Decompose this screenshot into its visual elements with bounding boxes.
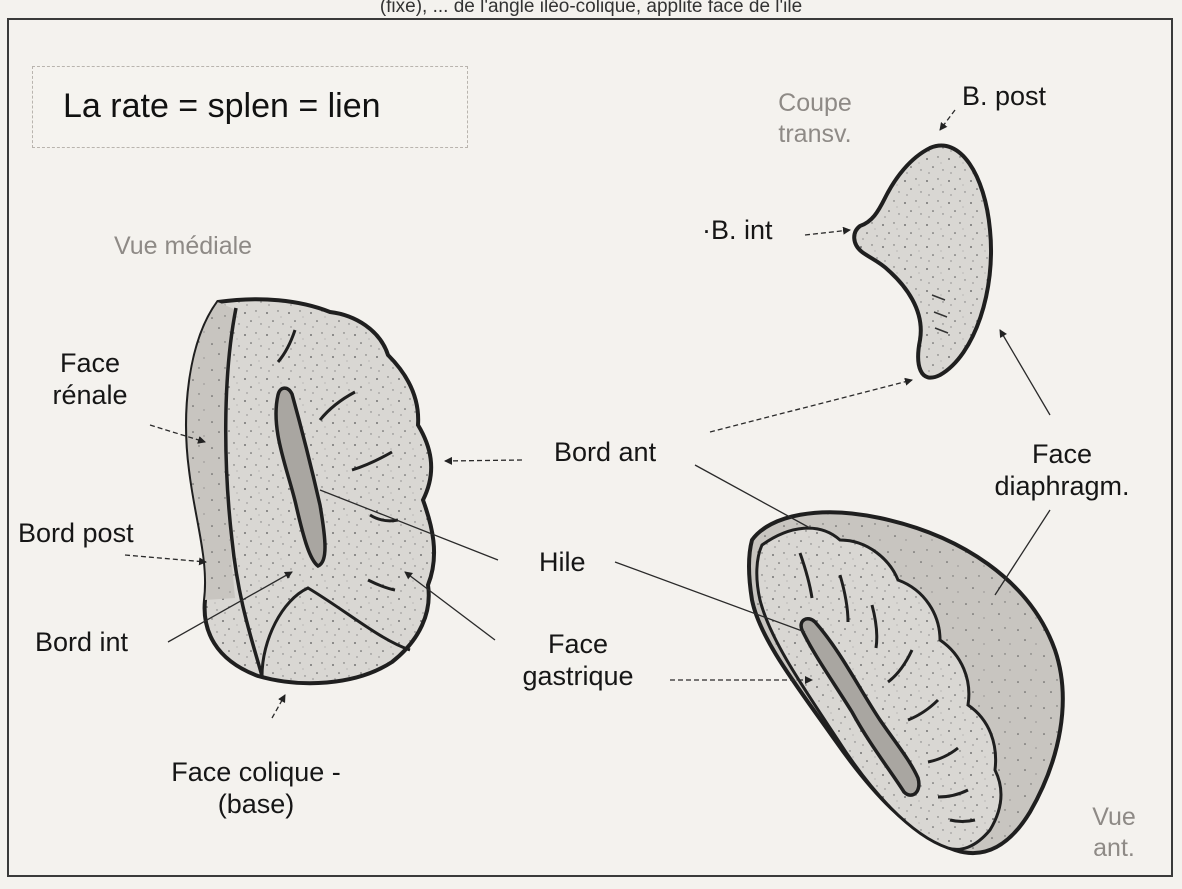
caption-medial-view: Vue médiale [114, 231, 252, 262]
label-b-post: B. post [962, 80, 1046, 112]
caption-coupe-transv: Coupe transv. [778, 88, 852, 150]
caption-vue-ant: Vue ant. [1092, 802, 1136, 864]
section-outline [854, 146, 991, 378]
label-face-gastrique: Face gastrique [522, 628, 633, 692]
label-bord-post: Bord post [18, 517, 134, 549]
diagram-title: La rate = splen = lien [63, 87, 381, 126]
spleen-transverse-section [854, 146, 991, 378]
label-b-int: ·B. int [702, 214, 773, 246]
title-box: La rate = splen = lien [32, 66, 468, 148]
label-bord-int: Bord int [35, 626, 128, 658]
label-bord-ant: Bord ant [554, 436, 656, 468]
label-face-diaphragm: Face diaphragm. [994, 438, 1129, 502]
label-face-renale: Face rénale [52, 347, 127, 411]
label-face-colique: Face colique - (base) [171, 756, 341, 820]
spleen-medial-view [187, 299, 434, 683]
label-hile: Hile [539, 546, 586, 578]
